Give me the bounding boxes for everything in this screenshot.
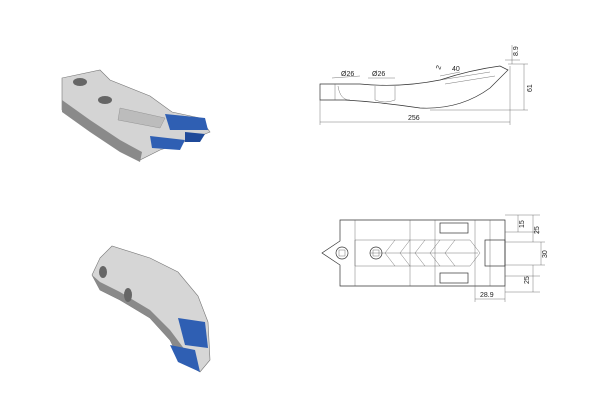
- iso-part-top: [61, 69, 211, 162]
- dim-dia1: Ø26: [341, 71, 354, 78]
- dim-height: 61: [527, 84, 534, 92]
- dim-15: 15: [519, 220, 526, 228]
- dim-25-bottom: 25: [524, 276, 531, 284]
- dim-30: 30: [542, 250, 549, 258]
- dim-tip: 8.9: [513, 46, 520, 56]
- dim-angle: 2: [435, 65, 443, 71]
- dim-25-top: 25: [534, 226, 541, 234]
- plan-view: 15 25 30 25 28.9: [321, 214, 549, 302]
- dim-length: 256: [408, 115, 420, 122]
- dim-28-9: 28.9: [480, 292, 494, 299]
- side-view: Ø26 Ø26 2 40 8.9 61 256: [319, 45, 534, 125]
- dim-dia2: Ø26: [372, 71, 385, 78]
- iso-part-bottom: [91, 245, 211, 373]
- dim-40: 40: [452, 66, 460, 73]
